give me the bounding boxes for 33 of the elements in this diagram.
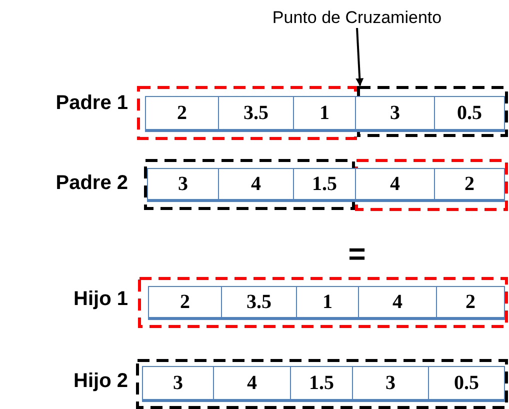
gene-value: 3 bbox=[355, 96, 435, 132]
gene-value: 2 bbox=[145, 96, 219, 132]
arrow bbox=[356, 28, 364, 86]
gene-value: 0.5 bbox=[434, 96, 505, 132]
dashed-group-frame bbox=[137, 86, 357, 140]
gene-value: 1 bbox=[296, 286, 359, 320]
gene-value: 3.5 bbox=[218, 96, 294, 132]
gene-value: 2 bbox=[148, 286, 222, 320]
gene-value: 3 bbox=[147, 168, 219, 202]
dashed-group-frame bbox=[138, 277, 508, 328]
dashed-group-frame bbox=[357, 86, 508, 137]
dashed-group-frame bbox=[136, 359, 508, 409]
gene-value: 1 bbox=[293, 96, 356, 132]
dashed-group-frame bbox=[355, 159, 508, 211]
gene-value: 3.5 bbox=[221, 286, 297, 320]
gene-value: 3 bbox=[352, 366, 429, 402]
gene-value: 2 bbox=[434, 168, 505, 202]
row-label: Hijo 1 bbox=[72, 288, 128, 311]
gene-value: 4 bbox=[355, 168, 435, 202]
gene-value: 1.5 bbox=[290, 366, 353, 402]
row-label: Hijo 2 bbox=[72, 370, 128, 393]
gene-value: 1.5 bbox=[293, 168, 356, 202]
dashed-group-frame bbox=[144, 159, 355, 210]
row-label: Padre 1 bbox=[54, 92, 128, 115]
gene-value: 2 bbox=[436, 286, 505, 320]
annotation-text: Punto de Cruzamiento bbox=[267, 8, 447, 28]
gene-value: 4 bbox=[218, 168, 294, 202]
row-label: Padre 2 bbox=[54, 172, 128, 195]
gene-value: 4 bbox=[358, 286, 437, 320]
equals-sign: = bbox=[347, 240, 367, 270]
gene-value: 0.5 bbox=[428, 366, 505, 402]
gene-value: 4 bbox=[213, 366, 291, 402]
gene-value: 3 bbox=[142, 366, 214, 402]
